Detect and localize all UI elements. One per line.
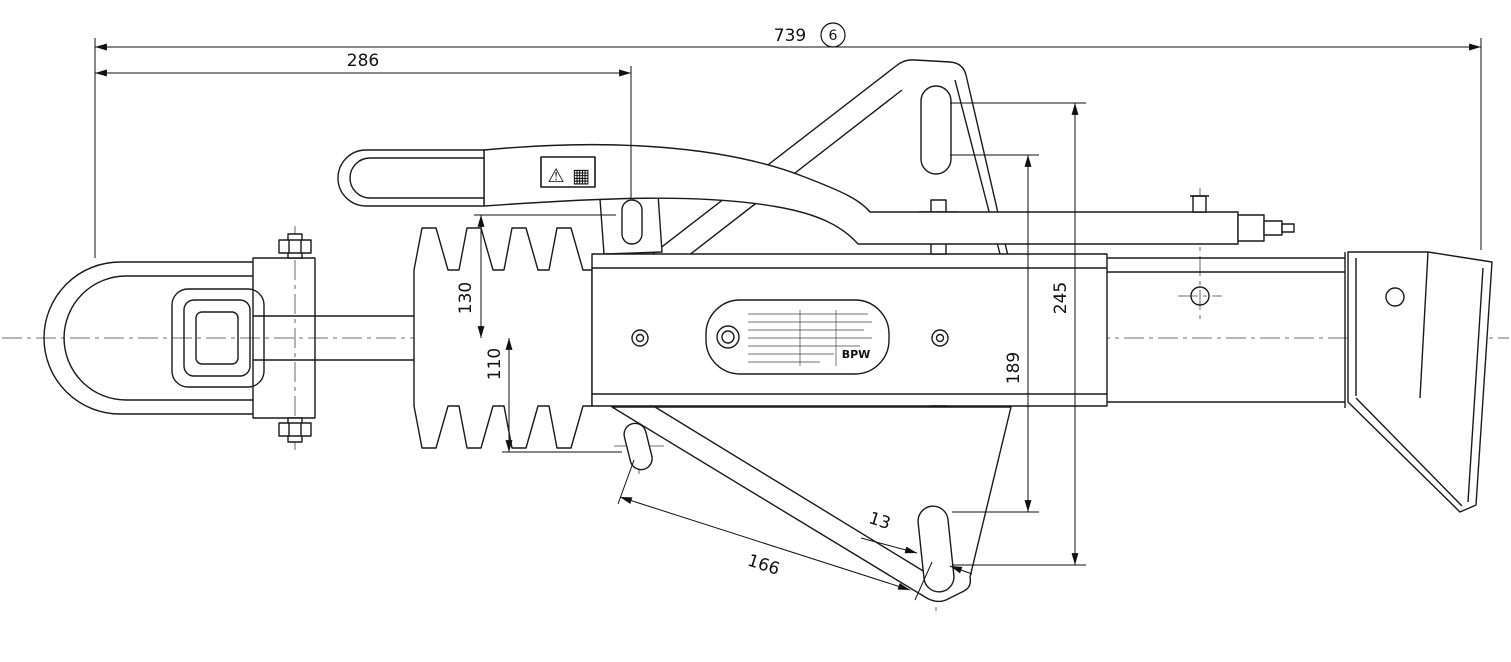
top-mounting-slot (920, 85, 952, 175)
housing-bolt-right (931, 329, 949, 347)
shaft-through-frame (253, 315, 315, 361)
dim-upper-130: 130 (456, 214, 616, 338)
ball-socket-outer (171, 288, 265, 388)
rubber-bellows (413, 227, 593, 449)
dim-110-label: 110 (485, 348, 505, 380)
rod-clevis-neck (1263, 220, 1283, 236)
dimensions: 739 6 286 130 110 245 (94, 22, 1482, 601)
dim-13-leader-a (860, 537, 918, 554)
dim-286-label: 286 (347, 51, 379, 71)
dim-outer-245: 245 (950, 102, 1086, 566)
balloon-number: 6 (829, 28, 838, 44)
left-mounting-slot (623, 422, 653, 471)
dim-130-label: 130 (456, 282, 476, 314)
warning-label-box (540, 156, 596, 188)
ball-socket-inner (183, 299, 251, 377)
housing-bolt-right-center (935, 333, 945, 343)
draw-shaft (315, 315, 416, 361)
bracket-fold-lines (1355, 251, 1484, 507)
dim-166-label: 166 (745, 551, 782, 580)
rating-plate: BPW (705, 299, 890, 375)
coupling-frame (252, 257, 316, 419)
bottom-nut-flats (288, 423, 302, 436)
brand-label: BPW (842, 348, 871, 361)
coupling-head (43, 233, 316, 443)
top-plate-outline (649, 59, 1009, 257)
balloon-circle (820, 22, 846, 48)
rod-pin-centerline (1178, 188, 1222, 320)
dim-lower-110: 110 (485, 338, 622, 453)
top-nut-flats (288, 240, 302, 253)
bottom-mounting-plate (611, 406, 1012, 603)
top-mounting-plate (649, 59, 1009, 257)
top-bolt-nut (278, 239, 312, 254)
rod-pin (1192, 195, 1207, 213)
coupling-head-outer (43, 261, 253, 415)
lever-grip (337, 149, 485, 207)
handbrake-lever (337, 143, 1295, 245)
rating-plate-outline (705, 299, 890, 375)
lever-grip-inner (349, 157, 484, 199)
dim-front-286: 286 (95, 51, 632, 198)
warning-triangle-icon: ⚠ (547, 165, 564, 187)
ball-socket-detail (195, 311, 239, 365)
bracket-hole (1385, 287, 1405, 307)
warning-label: ⚠ ▦ (540, 156, 596, 188)
bottom-bolt-nut (278, 422, 312, 437)
pivot-slot (621, 199, 643, 245)
housing-bolt-left (631, 329, 649, 347)
housing-bolt-left-center (635, 333, 645, 343)
coupling-head-inner (63, 275, 253, 401)
bottom-mounting-slot (917, 505, 955, 593)
drawbar-tube (1107, 252, 1346, 408)
dim-166-line (619, 496, 911, 591)
dim-739-label: 739 (774, 26, 806, 46)
tube-lines (1107, 252, 1346, 408)
dim-13-leader-b (949, 565, 973, 575)
rating-plate-text-rows (748, 310, 872, 366)
housing-flange-lines (592, 267, 1107, 395)
dim-inner-189: 189 (950, 154, 1039, 513)
dim-245-label: 245 (1051, 282, 1071, 314)
lever-pivot-bracket (599, 193, 663, 255)
rod-clevis (1237, 214, 1265, 242)
rod-end-pin (1281, 223, 1295, 233)
tube-hole (1190, 286, 1210, 306)
rear-mounting-bracket (1347, 251, 1493, 513)
dim-245-extensions (950, 102, 1086, 566)
rating-plate-logo (716, 325, 740, 349)
dim-166-extensions (617, 459, 933, 601)
rating-plate-logo-inner (721, 330, 735, 344)
dim-189-extensions (950, 154, 1039, 513)
lever-arm (483, 143, 1239, 245)
hatch-square-icon: ▦ (572, 165, 590, 187)
dim-189-label: 189 (1004, 352, 1024, 384)
